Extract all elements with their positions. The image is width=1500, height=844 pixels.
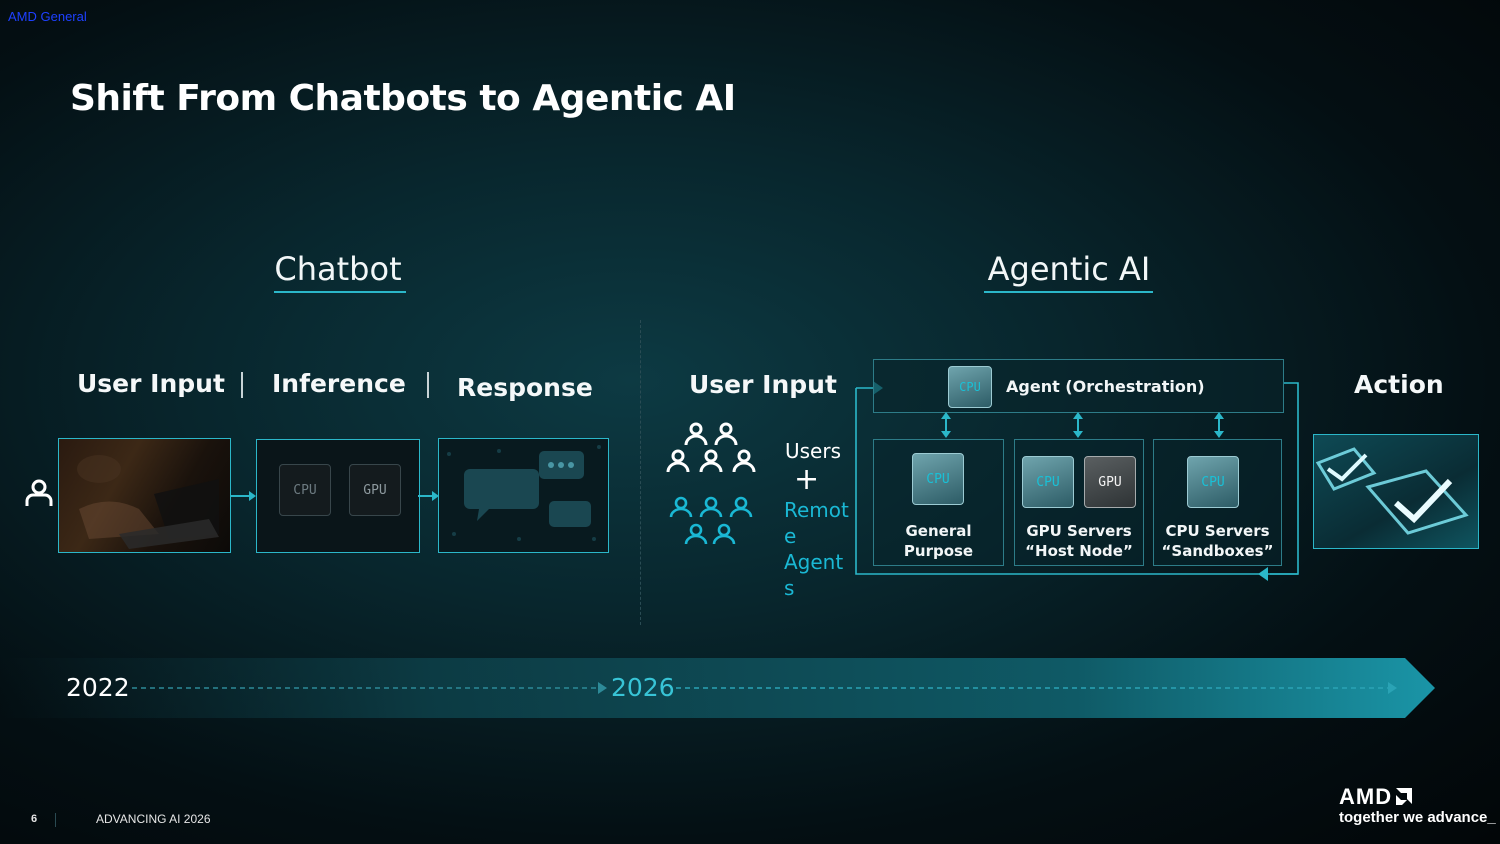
response-image-panel: [438, 438, 609, 553]
server-label-line: “Host Node”: [1025, 542, 1133, 560]
orchestration-box: CPU Agent (Orchestration): [873, 359, 1284, 413]
plus-sign: +: [794, 462, 820, 497]
server-label-line: “Sandboxes”: [1161, 542, 1274, 560]
server-label-line: CPU Servers: [1165, 522, 1270, 540]
agentic-heading: Agentic AI: [987, 250, 1151, 288]
chatbot-heading: Chatbot: [274, 250, 402, 288]
server-box-cpu-sandboxes: CPU CPU Servers “Sandboxes”: [1153, 439, 1282, 566]
orchestrator-cpu-chip: CPU: [948, 366, 992, 408]
section-divider: [640, 320, 641, 625]
remote-agents-label: Remot e Agent s: [784, 497, 849, 601]
amd-arrow-icon: [1396, 788, 1413, 805]
server-label-line: GPU Servers: [1026, 522, 1132, 540]
agentic-heading-underline: [984, 291, 1153, 293]
slide-title: Shift From Chatbots to Agentic AI: [70, 78, 736, 119]
checkmark-icon: [1315, 447, 1469, 535]
agentic-user-input-label: User Input: [689, 370, 837, 399]
inference-panel: CPU GPU: [256, 439, 420, 553]
server-label: General Purpose: [874, 521, 1003, 561]
amd-tagline: together we advance_: [1339, 809, 1496, 826]
orchestration-label: Agent (Orchestration): [1006, 377, 1205, 396]
footer-separator: [55, 813, 56, 827]
cpu-chip: CPU: [912, 453, 964, 505]
users-label: Users: [785, 439, 842, 463]
amd-logo-text: AMD: [1339, 784, 1393, 809]
action-image-panel: [1313, 434, 1479, 549]
server-label-line: Purpose: [903, 542, 974, 560]
amd-logo: AMD: [1339, 784, 1414, 810]
remote-agents-line: Agent: [784, 550, 844, 574]
bidirectional-arrow: [1214, 412, 1224, 438]
user-input-image-panel: [58, 438, 231, 553]
server-label: CPU Servers “Sandboxes”: [1154, 521, 1281, 561]
bidirectional-arrow: [941, 412, 951, 438]
remote-agents-line: e: [784, 524, 797, 548]
chatbot-step-response: Response: [457, 373, 593, 402]
flow-arrow: [231, 491, 256, 501]
remote-agents-line: Remot: [784, 498, 849, 522]
step-separator: [241, 372, 243, 398]
user-icon: [25, 479, 53, 506]
page-number: 6: [31, 813, 38, 825]
cpu-chip: CPU: [1022, 456, 1074, 508]
chatbot-step-inference: Inference: [272, 369, 406, 398]
action-label: Action: [1354, 370, 1444, 399]
robot-agents-icon: [669, 496, 753, 545]
timeline-start-year: 2022: [66, 673, 130, 702]
server-label: GPU Servers “Host Node”: [1015, 521, 1143, 561]
chat-bubbles-image: [447, 445, 601, 541]
gpu-chip: GPU: [1084, 456, 1136, 508]
chatbot-step-user-input: User Input: [77, 369, 225, 398]
laptop-typing-image: [77, 455, 219, 549]
chatbot-heading-underline: [274, 291, 406, 293]
users-group-icon: [666, 422, 756, 473]
classification-label: AMD General: [8, 9, 87, 24]
server-label-line: General: [905, 522, 972, 540]
timeline-arrow: [0, 658, 1435, 718]
event-name: ADVANCING AI 2026: [96, 812, 211, 826]
bidirectional-arrow: [1073, 412, 1083, 438]
gpu-chip: GPU: [349, 464, 401, 516]
remote-agents-line: s: [784, 576, 795, 600]
server-box-gpu-host-node: CPU GPU GPU Servers “Host Node”: [1014, 439, 1144, 566]
cpu-chip: CPU: [279, 464, 331, 516]
step-separator: [427, 372, 429, 398]
flow-arrow: [418, 491, 439, 501]
timeline-end-year: 2026: [611, 673, 675, 702]
server-box-general-purpose: CPU General Purpose: [873, 439, 1004, 566]
cpu-chip: CPU: [1187, 456, 1239, 508]
